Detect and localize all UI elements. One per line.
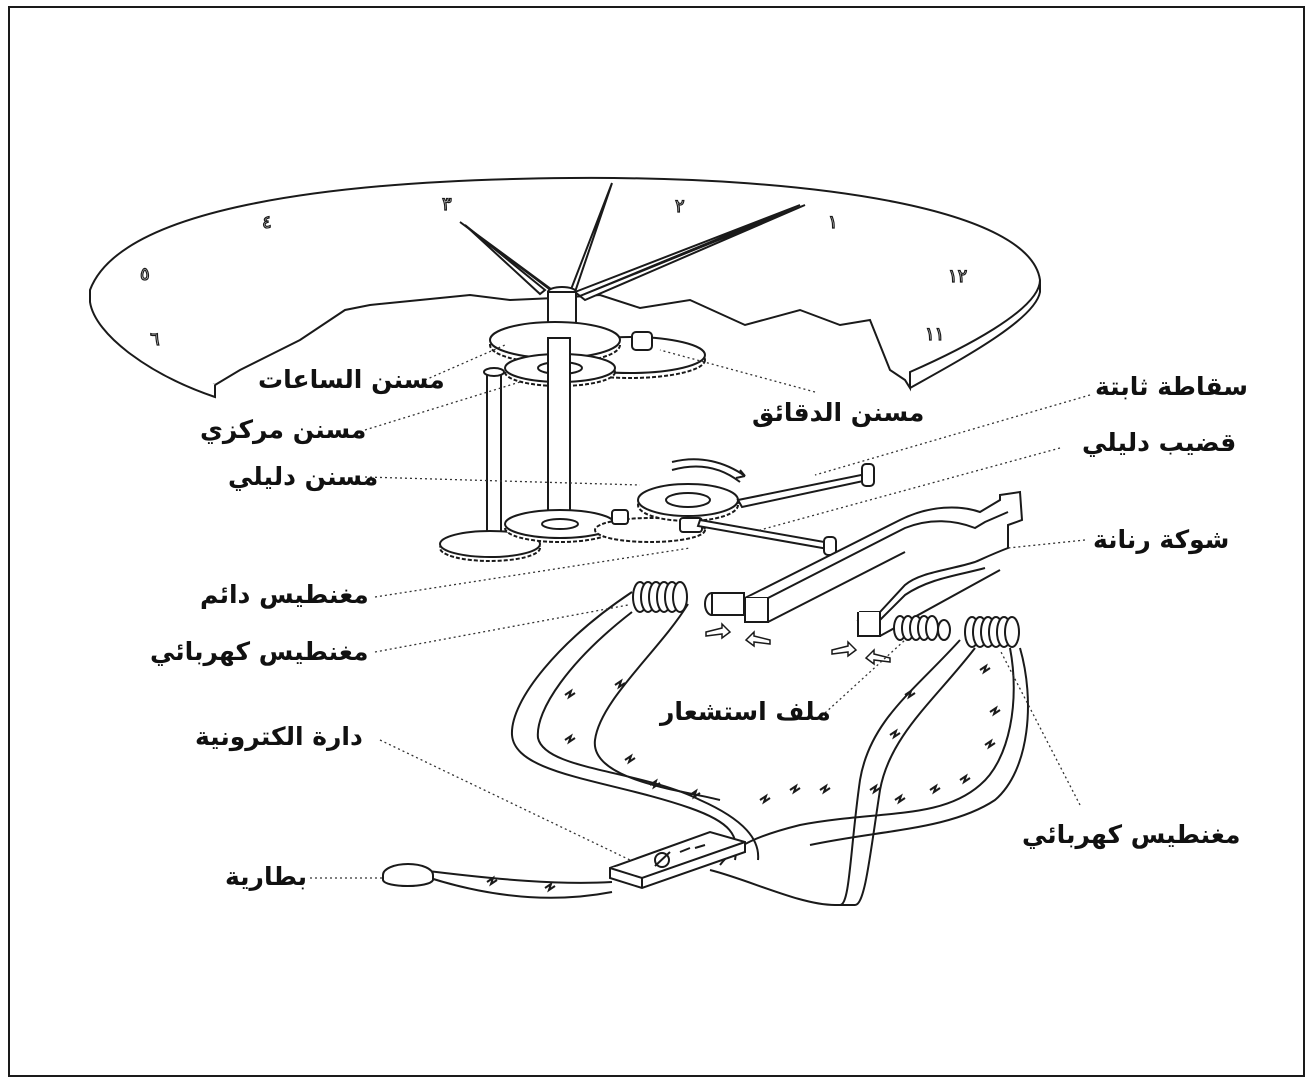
current-marks: [486, 663, 1001, 893]
label-battery: بطارية: [225, 862, 308, 891]
circuit-board: [609, 830, 746, 890]
label-electromagnet-right: مغنطيس كهربائي: [1022, 820, 1241, 849]
clock-dial: [88, 176, 1042, 399]
left-electromagnet-coil: [632, 581, 688, 613]
numeral-11: ١١: [925, 324, 944, 345]
numeral-4: ٤: [262, 212, 272, 233]
clock-hands: [459, 182, 806, 302]
label-electronic-circuit: دارة الكترونية: [195, 722, 363, 751]
numeral-6: ٦: [150, 329, 160, 350]
rotation-arrow: [671, 458, 746, 479]
label-tuning-fork: شوكة رنانة: [1093, 525, 1230, 554]
label-permanent-magnet: مغنطيس دائم: [200, 580, 369, 609]
label-electromagnet-left: مغنطيس كهربائي: [150, 637, 369, 666]
label-guide-rod: قضيب دليلي: [1082, 428, 1237, 457]
label-hour-gear: مسنن الساعات: [258, 365, 445, 394]
vibration-arrows: [705, 622, 891, 666]
dial-numerals: ٦ ٥ ٤ ٣ ٢ ١ ١٢ ١١: [139, 193, 968, 350]
numeral-2: ٢: [675, 196, 685, 217]
sensing-coil-shape: [893, 615, 951, 641]
coils: [632, 581, 1020, 648]
numeral-5: ٥: [140, 264, 150, 285]
leader-lines: [310, 344, 1091, 879]
gear-train: [439, 321, 739, 562]
wires: [419, 591, 1029, 906]
label-minute-gear: مسنن الدقائق: [752, 398, 925, 427]
label-fixed-pawl: سقاطة ثابتة: [1095, 372, 1248, 401]
label-central-gear: مسنن مركزي: [200, 415, 367, 444]
label-sensing-coil: ملف استشعار: [660, 697, 831, 726]
numeral-3: ٣: [442, 194, 452, 215]
numeral-1: ١: [828, 212, 838, 233]
pawl-and-rod: [696, 463, 875, 556]
label-guide-gear: مسنن دليلي: [228, 462, 379, 491]
numeral-12: ١٢: [948, 266, 967, 287]
permanent-magnet: [704, 592, 745, 616]
right-electromagnet-coil: [964, 616, 1020, 648]
tuning-fork: [744, 490, 1024, 637]
battery-shape: [382, 863, 434, 887]
